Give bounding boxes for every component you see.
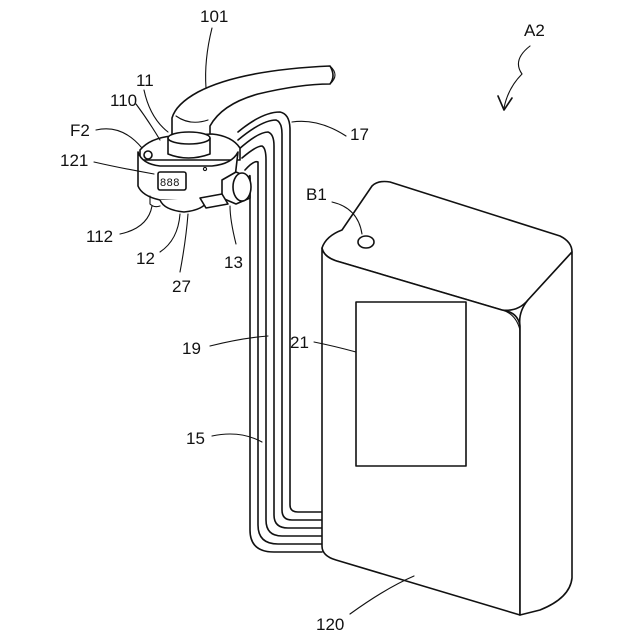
- leader-12: [160, 214, 180, 252]
- label-f2: F2: [70, 121, 90, 140]
- main-box: [322, 182, 572, 616]
- label-11: 11: [136, 71, 154, 90]
- label-121: 121: [60, 151, 88, 170]
- leader-19: [210, 336, 268, 346]
- label-b1: B1: [306, 185, 327, 204]
- tube-15-inner: [248, 176, 322, 553]
- leader-112: [120, 206, 152, 234]
- button-b1[interactable]: [358, 236, 374, 248]
- leader-11: [144, 90, 168, 132]
- label-27: 27: [172, 277, 191, 296]
- leader-15: [212, 434, 262, 442]
- tube-15-outer: [245, 162, 322, 544]
- leader-a2: [504, 46, 530, 108]
- label-19: 19: [182, 339, 201, 358]
- label-101: 101: [200, 7, 228, 26]
- leader-120: [350, 576, 414, 614]
- label-112: 112: [86, 227, 113, 246]
- leader-f2: [96, 129, 142, 148]
- filter-housing: 888: [138, 132, 251, 212]
- label-120: 120: [316, 615, 344, 634]
- label-17: 17: [350, 125, 369, 144]
- knob-face: [233, 173, 251, 201]
- leader-17: [292, 121, 346, 136]
- leader-13: [230, 206, 236, 244]
- label-15: 15: [186, 429, 205, 448]
- box-side: [520, 252, 572, 615]
- label-110: 110: [110, 91, 137, 110]
- front-panel-21: [356, 302, 466, 466]
- display-digits: 888: [160, 177, 180, 189]
- outlet-part: [160, 200, 208, 212]
- collar-top: [168, 132, 210, 144]
- label-12: 12: [136, 249, 155, 268]
- label-a2: A2: [524, 21, 545, 40]
- indicator-dot: [144, 151, 152, 159]
- label-21: 21: [290, 333, 309, 352]
- leader-27: [180, 214, 188, 272]
- leader-110: [136, 104, 160, 140]
- leader-101: [206, 28, 212, 88]
- label-13: 13: [224, 253, 243, 272]
